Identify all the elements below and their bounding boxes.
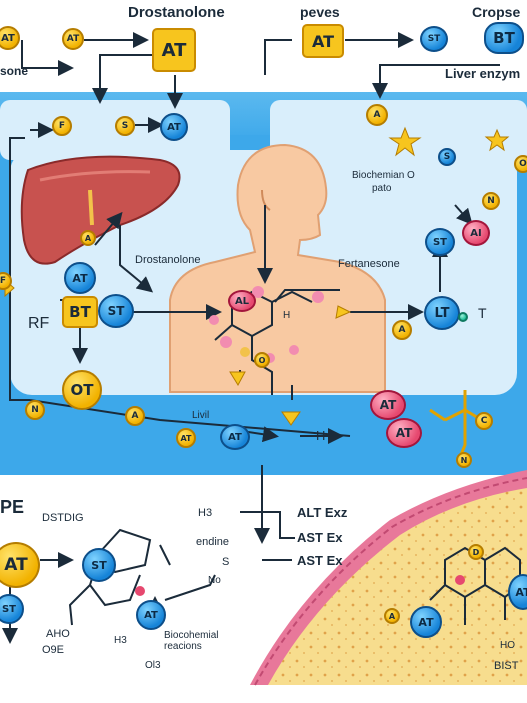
subtitle-liver-enzym: Liver enzym — [445, 66, 521, 81]
node-t-right — [458, 312, 468, 322]
node-a-left: A — [80, 230, 96, 246]
node-d-chem: D — [468, 544, 484, 560]
label-o9e: O9E — [42, 644, 65, 656]
node-o-chem: O — [254, 352, 270, 368]
label-biochem-path2: pato — [372, 183, 392, 194]
node-st-top-right: ST — [420, 26, 448, 52]
node-c-right: C — [475, 412, 493, 430]
label-h2: H — [316, 428, 326, 443]
node-at-pink1: AT — [370, 390, 406, 420]
node-n-right: N — [482, 192, 500, 210]
label-biochem-path: Biochemian O — [352, 170, 415, 181]
node-st-mid: ST — [98, 294, 134, 328]
node-at-top-left-circle: AT — [0, 26, 20, 50]
tissue-membrane-illustration — [250, 470, 527, 686]
node-ai-right: AI — [462, 220, 490, 246]
node-at-circle-mid: AT — [160, 113, 188, 141]
label-fertanesone: Fertanesone — [338, 258, 400, 270]
node-f1: F — [52, 116, 72, 136]
node-at-top-left-small: AT — [62, 28, 84, 50]
node-lt-right: LT — [424, 296, 460, 330]
node-st-chem: ST — [82, 548, 116, 582]
node-f-left: F — [0, 272, 12, 290]
node-at-chem: AT — [136, 600, 166, 630]
title-cropse: Cropse — [472, 4, 521, 20]
node-a-right: A — [392, 320, 412, 340]
node-bt-top-right: BT — [484, 22, 524, 54]
node-at-chem2: AT — [410, 606, 442, 638]
label-ast-ex-2: AST Ex — [297, 553, 343, 568]
node-a-bottom: A — [125, 406, 145, 426]
node-at-chem3: AT — [508, 574, 527, 610]
node-n-right2: N — [456, 452, 472, 468]
node-at-top-center: AT — [152, 28, 196, 72]
label-aho: AHO — [46, 628, 70, 640]
title-peves: peves — [300, 4, 340, 20]
title-drostanolone: Drostanolone — [128, 4, 225, 21]
star-icons — [388, 126, 510, 157]
node-at-pink2: AT — [386, 418, 422, 448]
label-t: T — [478, 305, 487, 321]
label-biochemical-reactions: Biocohemial reacions — [164, 630, 219, 652]
label-s: S — [222, 556, 230, 568]
label-h1: H — [283, 310, 291, 321]
label-drostanolone-mid: Drostanolone — [135, 254, 201, 266]
node-at-top-right: AT — [302, 24, 344, 58]
label-rf: RF — [28, 315, 50, 332]
node-o-right: O — [514, 155, 527, 173]
node-st-right: ST — [425, 228, 455, 256]
node-at-big: AT — [0, 542, 40, 588]
label-livl: Livil — [192, 410, 210, 421]
label-endine: endine — [196, 536, 230, 548]
node-st-big: ST — [0, 594, 24, 624]
node-bt-mid: BT — [62, 296, 98, 328]
human-torso-illustration — [169, 143, 386, 393]
node-s1: S — [115, 116, 135, 136]
node-ot: OT — [62, 370, 102, 410]
label-pe: PE — [0, 497, 25, 517]
node-at-bottom2: AT — [220, 424, 250, 450]
node-a-right-top: A — [366, 104, 388, 126]
label-ol3: Ol3 — [145, 660, 161, 671]
node-n-bottom: N — [25, 400, 45, 420]
node-a-left2: A — [384, 608, 400, 624]
label-alt-exz: ALT Exz — [297, 505, 348, 520]
label-ast-ex-1: AST Ex — [297, 530, 343, 545]
label-no: No — [208, 575, 221, 586]
node-s-right: S — [438, 148, 456, 166]
label-ho: HO — [500, 640, 515, 651]
label-h3: H3 — [198, 507, 213, 519]
liver-illustration — [20, 155, 181, 265]
label-dstdig: DSTDIG — [42, 512, 84, 524]
node-at-liver: AT — [64, 262, 96, 294]
label-h3b: H3 — [114, 635, 127, 646]
node-al: AL — [228, 290, 256, 312]
subtitle-sone: sone — [0, 64, 29, 78]
label-bist: BIST — [494, 660, 519, 672]
node-at-bottom1: AT — [176, 428, 196, 448]
